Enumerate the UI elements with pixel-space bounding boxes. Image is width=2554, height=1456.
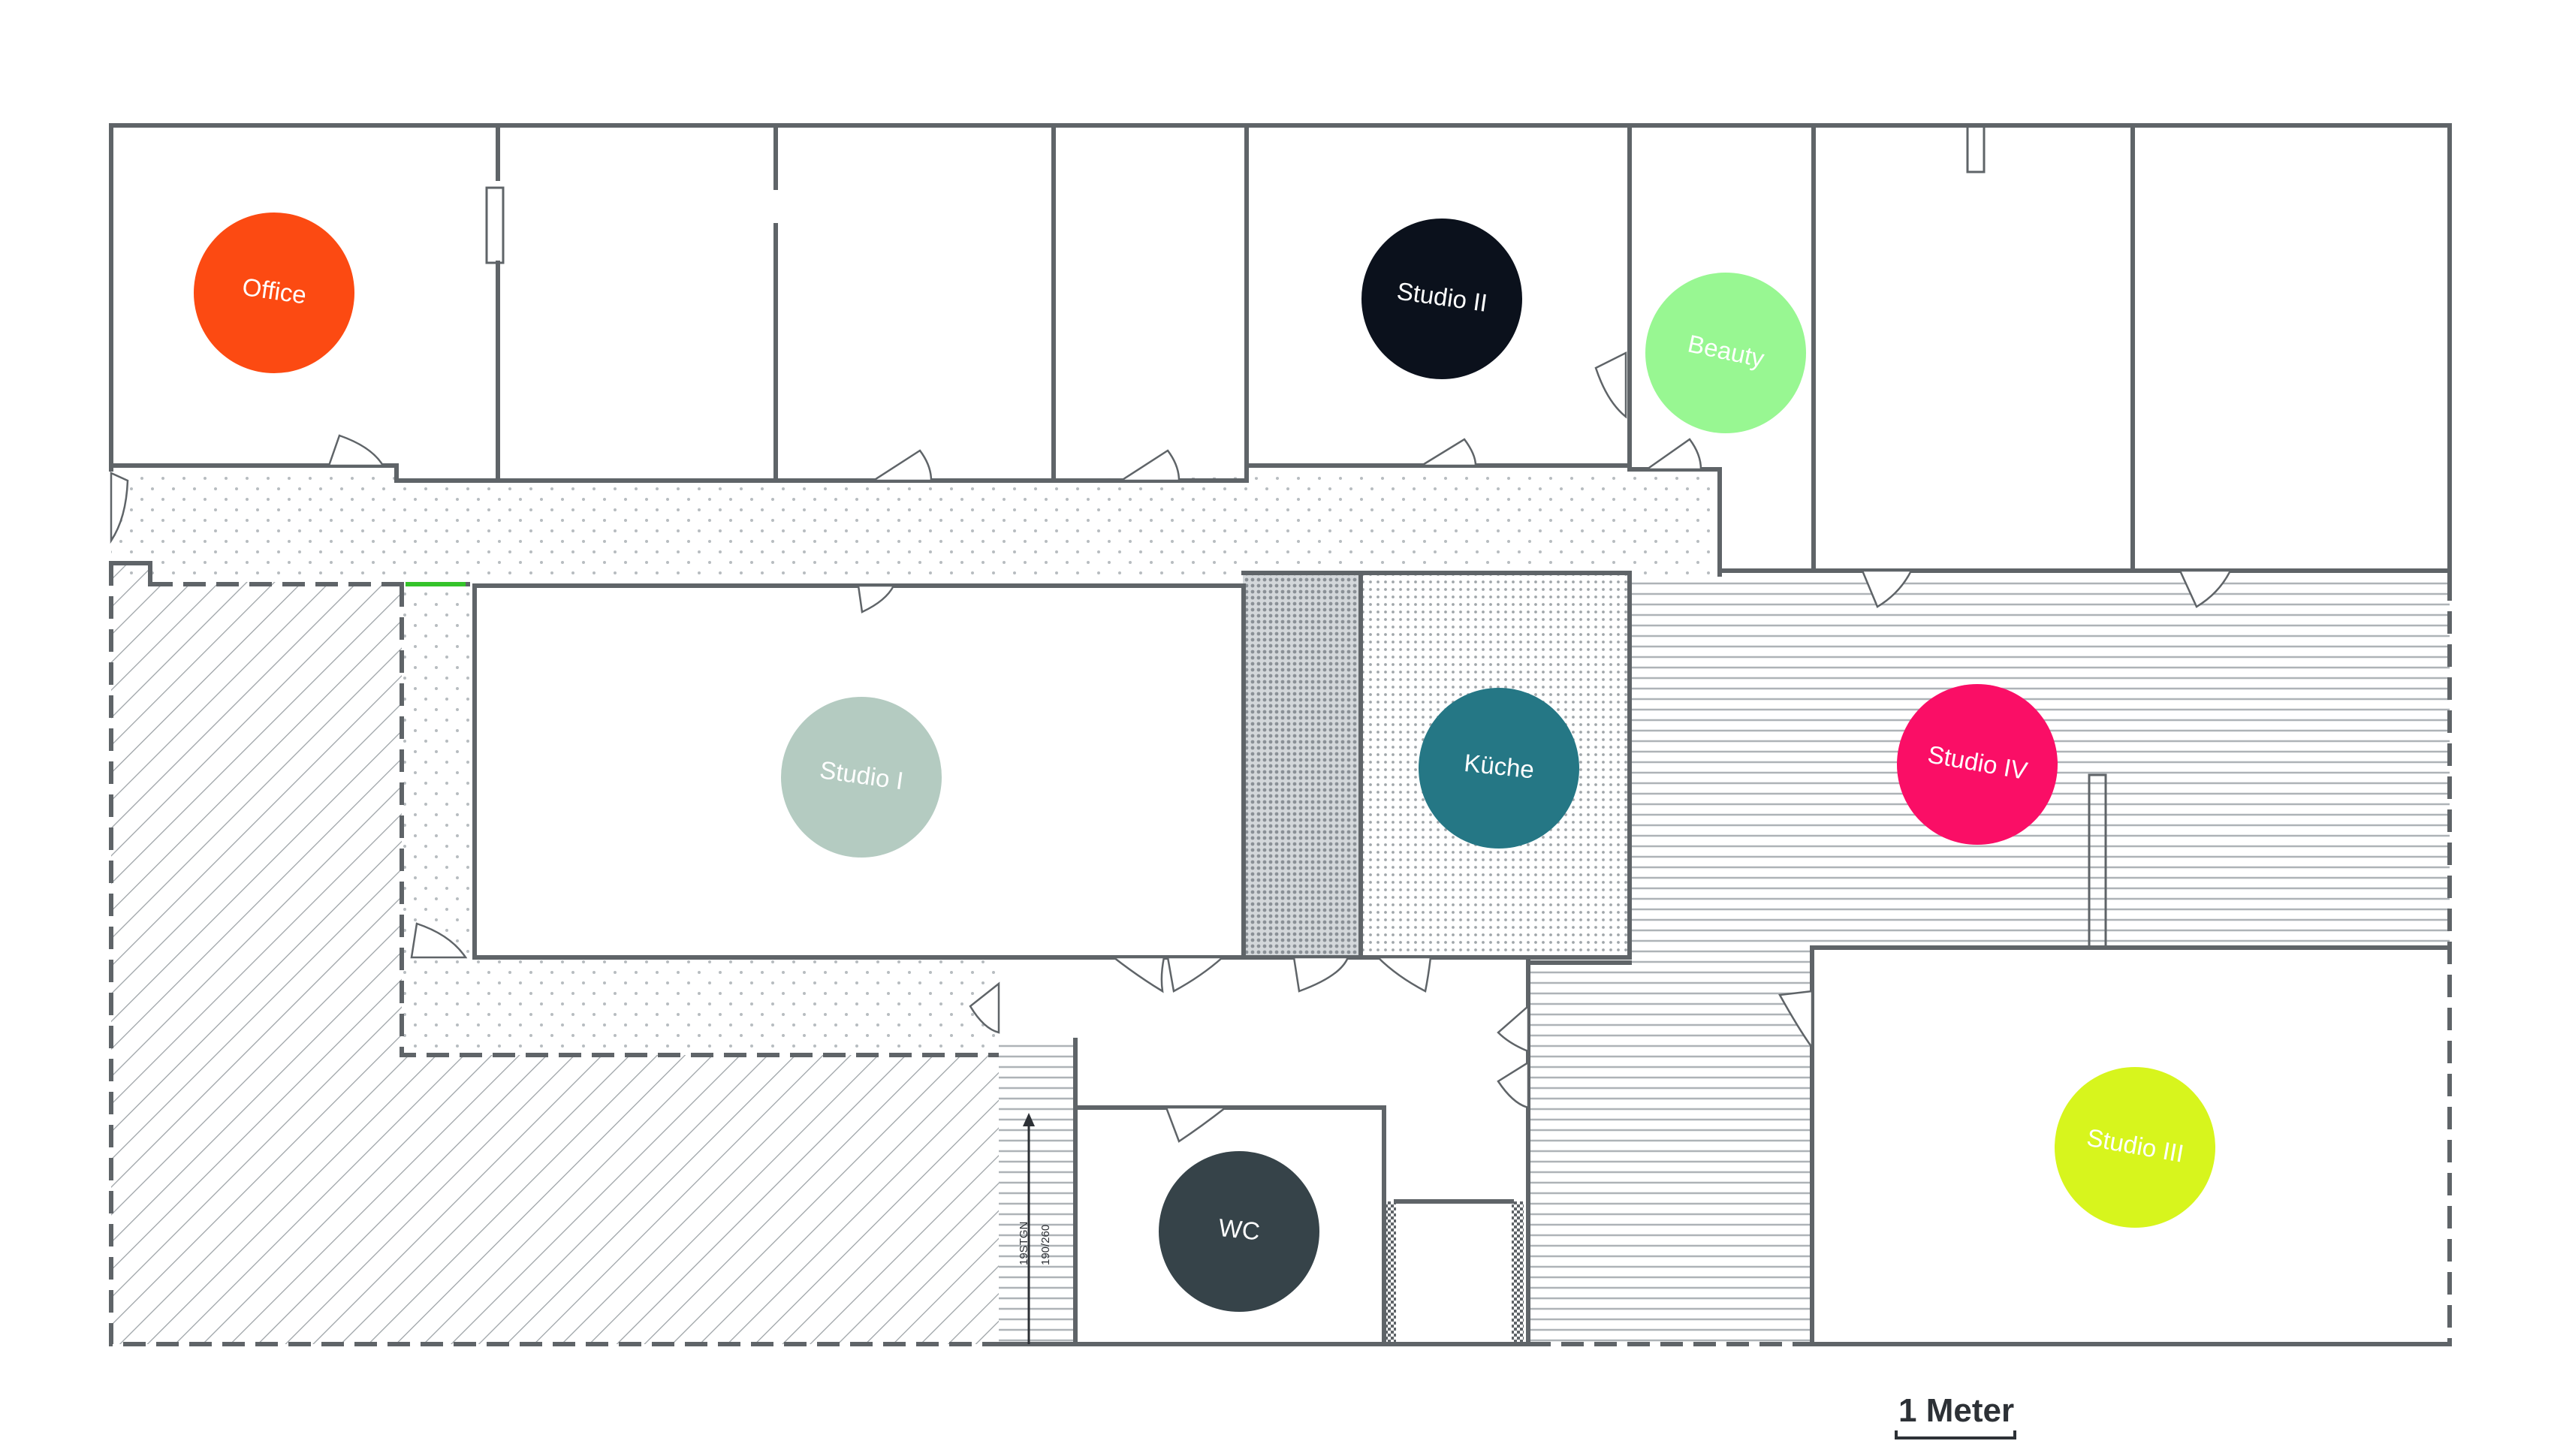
open-studio-floor <box>1528 574 2450 1344</box>
room-markers: Office Studio II Beauty Studio I Küche S… <box>194 213 2215 1312</box>
room-marker-studio-i[interactable]: Studio I <box>781 697 942 858</box>
room-label-wc: WC <box>1217 1213 1262 1246</box>
room-marker-studio-ii[interactable]: Studio II <box>1361 219 1522 379</box>
corridor-floor <box>111 473 1720 1055</box>
stairs: 19STGN 190/260 <box>1018 1113 1052 1344</box>
room-marker-studio-iv[interactable]: Studio IV <box>1897 684 2058 845</box>
stair-floor <box>999 1040 1074 1344</box>
floor-patterns <box>111 473 2450 1344</box>
room-marker-kueche[interactable]: Küche <box>1419 688 1579 849</box>
scale-label: 1 Meter <box>1898 1392 2014 1429</box>
stairs-steps-label: 19STGN <box>1018 1222 1030 1265</box>
room-marker-studio-iii[interactable]: Studio III <box>2055 1067 2215 1228</box>
checker-strip-right <box>1512 1201 1524 1344</box>
doors <box>110 351 2233 1143</box>
room-marker-wc[interactable]: WC <box>1159 1151 1319 1312</box>
checker-strip-left <box>1384 1201 1396 1344</box>
storage-floor <box>1243 573 1361 957</box>
stairs-size-label: 190/260 <box>1039 1225 1052 1265</box>
room-marker-beauty[interactable]: Beauty <box>1645 273 1806 433</box>
scale-bar: 1 Meter <box>1895 1392 2016 1439</box>
terrace-floor <box>111 563 999 1344</box>
room-marker-office[interactable]: Office <box>194 213 354 373</box>
